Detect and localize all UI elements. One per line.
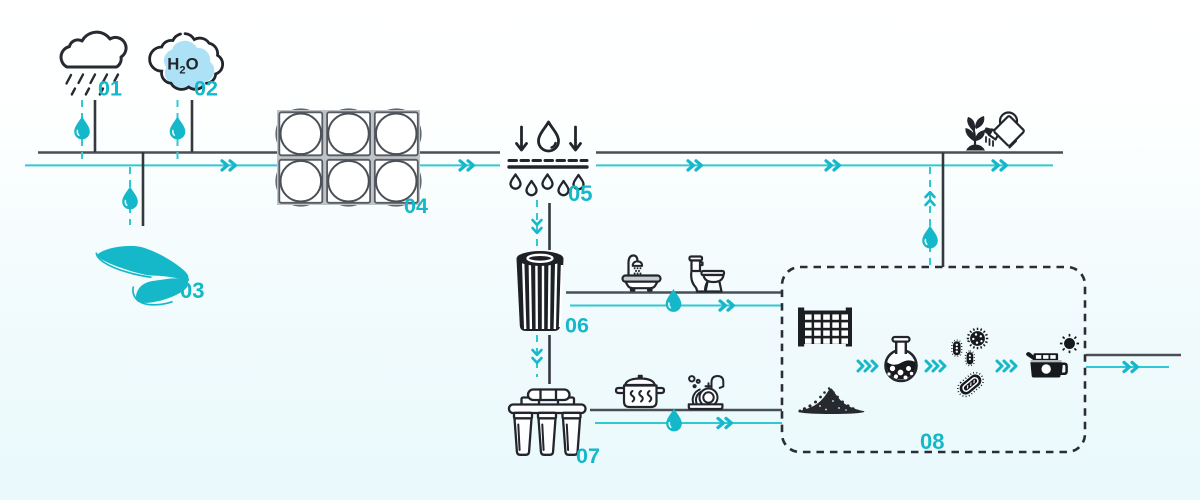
svg-text:08: 08 xyxy=(920,429,944,454)
svg-text:01: 01 xyxy=(98,77,122,101)
svg-text:05: 05 xyxy=(568,181,592,206)
svg-text:H2O: H2O xyxy=(167,54,198,76)
svg-text:07: 07 xyxy=(576,444,600,468)
svg-text:04: 04 xyxy=(404,194,428,218)
svg-text:02: 02 xyxy=(194,77,218,101)
svg-text:06: 06 xyxy=(565,314,589,338)
svg-text:03: 03 xyxy=(180,278,204,303)
